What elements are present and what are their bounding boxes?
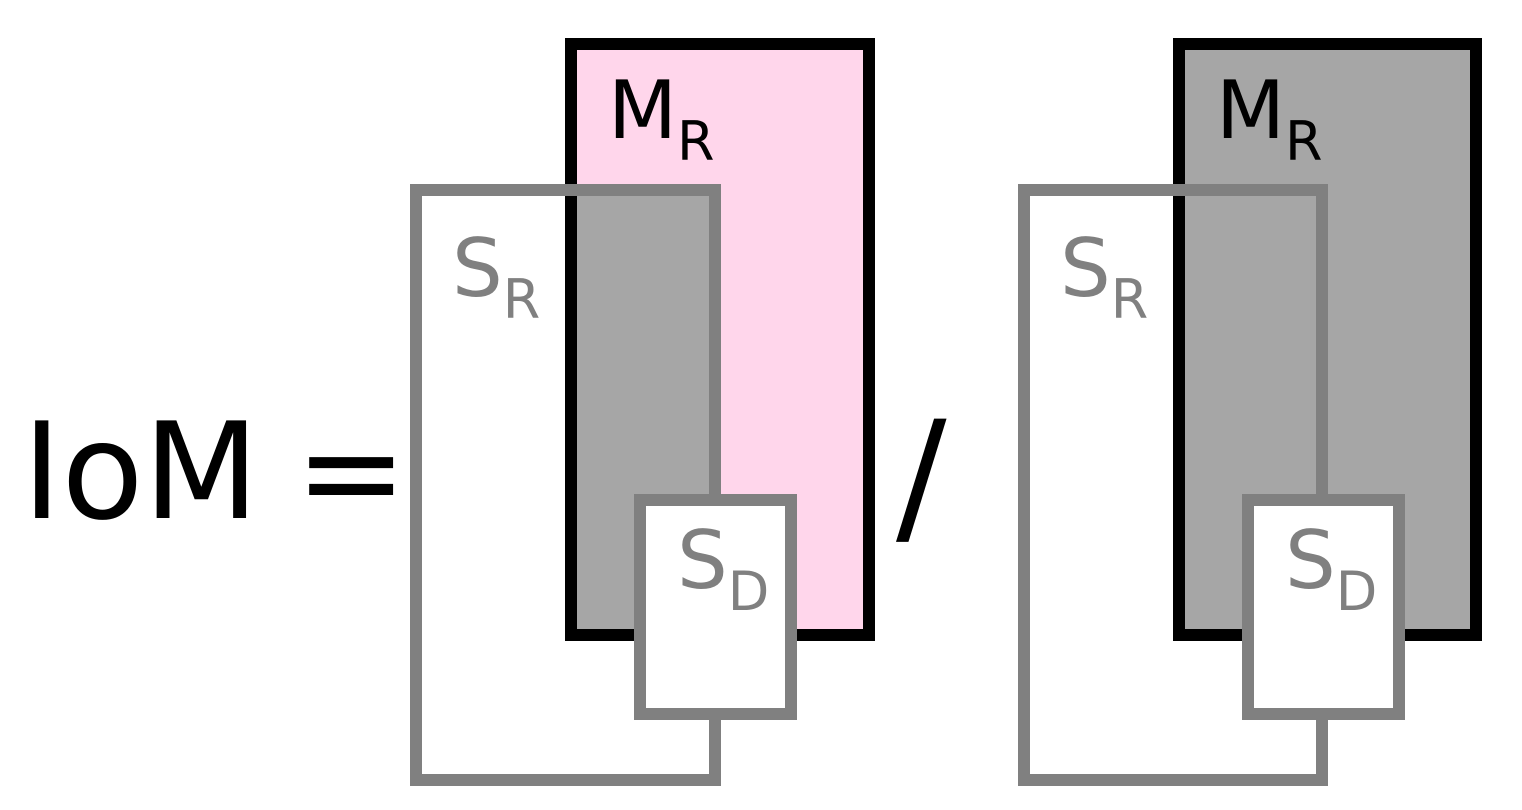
numerator-detect-label: SD <box>677 514 769 623</box>
numerator-detect-box <box>634 494 797 720</box>
formula-equals: = <box>295 394 407 550</box>
denominator-rect-outline <box>1018 184 1328 786</box>
denominator-rect-label-sub: R <box>1111 268 1149 331</box>
denominator-detect-box <box>1242 494 1405 720</box>
formula-lhs-group: IoM = <box>22 394 407 550</box>
denominator-detect-label-base: S <box>1285 514 1336 607</box>
denominator-rect-label: SR <box>1060 222 1148 331</box>
numerator-diagram: MR SR SD <box>410 38 875 786</box>
denominator-detect-label-sub: D <box>1336 560 1378 623</box>
denominator-rect-label-base: S <box>1060 222 1111 315</box>
denominator-mask-label: MR <box>1216 64 1323 173</box>
numerator-mask-label: MR <box>608 64 715 173</box>
numerator-detect-label-base: S <box>677 514 728 607</box>
numerator-rect-label-sub: R <box>503 268 541 331</box>
numerator-rect-label-base: S <box>452 222 503 315</box>
denominator-mask-label-sub: R <box>1285 110 1323 173</box>
numerator-rect-outline <box>410 184 721 786</box>
numerator-detect-label-sub: D <box>728 560 770 623</box>
denominator-mask-label-base: M <box>1216 64 1285 157</box>
formula-divide: / <box>896 390 947 564</box>
numerator-mask-label-base: M <box>608 64 677 157</box>
numerator-rect-label: SR <box>452 222 540 331</box>
formula-lhs: IoM <box>22 394 259 550</box>
denominator-diagram: MR SR SD <box>1018 38 1482 786</box>
numerator-mask-label-sub: R <box>677 110 715 173</box>
denominator-detect-label: SD <box>1285 514 1377 623</box>
